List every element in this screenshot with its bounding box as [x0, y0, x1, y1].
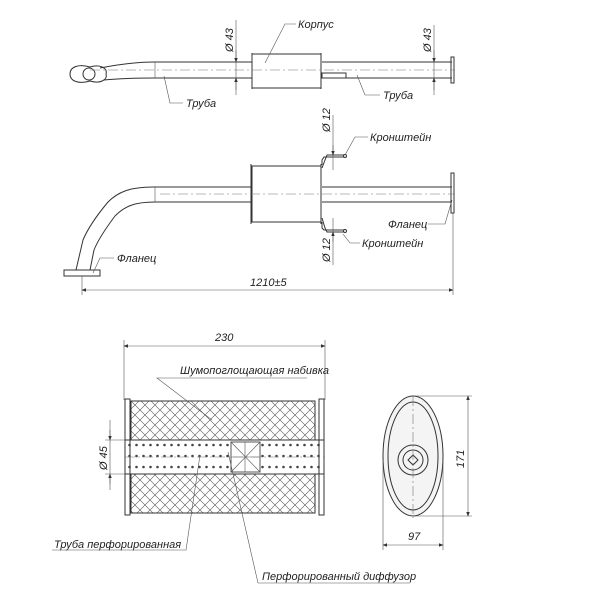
dia-bracket-bottom-label: Ø 12	[321, 238, 333, 263]
left-pipe	[99, 61, 252, 81]
pipe-right-label: Труба	[383, 90, 413, 102]
side-view: Ø 12 Ø 12 Кронштейн Кронштейн Фланец Фла…	[63, 108, 455, 295]
section-length-label: 230	[214, 332, 234, 344]
dia-bracket-top-label: Ø 12	[321, 108, 333, 133]
upper-packing	[130, 400, 316, 441]
outlet-flange-side	[450, 172, 455, 214]
dia-left-label: Ø 43	[224, 27, 236, 53]
pipe-dia-label: Ø 45	[98, 445, 110, 471]
length-dim-label: 1210±5	[250, 277, 288, 289]
right-pipe-side	[322, 186, 452, 203]
lower-packing	[130, 473, 316, 514]
packing-label: Шумопоглощающая набивка	[180, 365, 329, 377]
flange-left-label: Фланец	[117, 253, 156, 265]
height-dim-label: 171	[455, 450, 467, 468]
end-view: 171 97	[382, 395, 472, 550]
inlet-flange	[69, 65, 107, 83]
dia-right-label: Ø 43	[422, 27, 434, 53]
bracket-tube	[321, 72, 347, 79]
body-label: Корпус	[298, 19, 334, 31]
flange-right-label: Фланец	[388, 219, 427, 231]
top-view: Ø 43 Ø 43 Корпус Труба Труба	[69, 19, 455, 110]
inlet-flange-side	[63, 269, 101, 277]
bracket-top-label: Кронштейн	[370, 132, 431, 144]
width-dim-label: 97	[408, 531, 421, 543]
section-view: 230 Ø 45 Шумопоглощающая набивка Труба п…	[52, 332, 416, 584]
diffuser-label: Перфорированный диффузор	[262, 571, 416, 583]
perforated-pipe-label: Труба перфорированная	[54, 539, 181, 551]
bent-pipe	[75, 186, 251, 271]
bracket-bottom-label: Кронштейн	[362, 238, 423, 250]
pipe-left-label: Труба	[186, 98, 216, 110]
bracket-top	[321, 154, 344, 169]
flange-hole	[82, 67, 96, 81]
bracket-bottom	[321, 217, 344, 233]
muffler-body	[251, 53, 322, 89]
